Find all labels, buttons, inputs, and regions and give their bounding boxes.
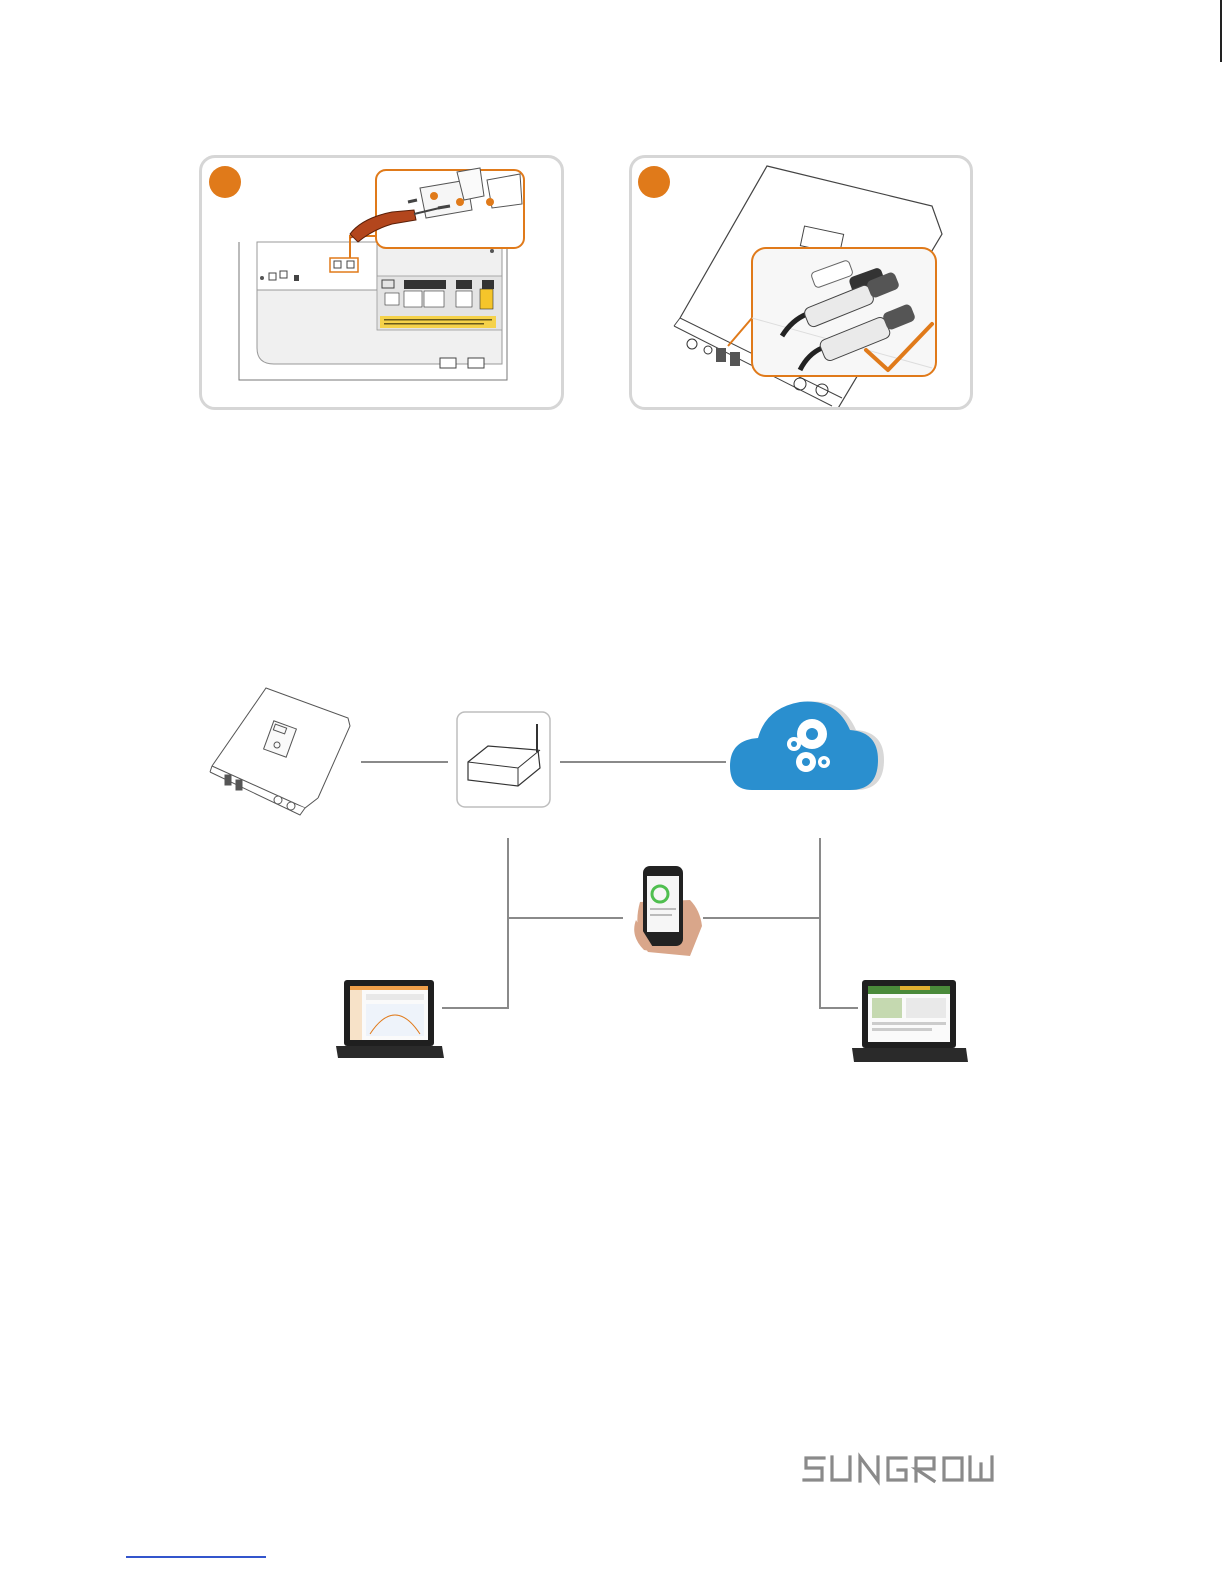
laptop-local-icon <box>336 980 444 1058</box>
footer-link-underline[interactable] <box>126 1556 266 1558</box>
inverter-icon <box>210 688 350 815</box>
connection-lines <box>361 762 858 1008</box>
laptop-web-icon <box>852 980 968 1062</box>
sungrow-logo <box>800 1452 1000 1486</box>
router-icon <box>457 712 550 807</box>
smartphone-icon <box>634 866 702 956</box>
cloud-server-icon <box>730 702 884 790</box>
